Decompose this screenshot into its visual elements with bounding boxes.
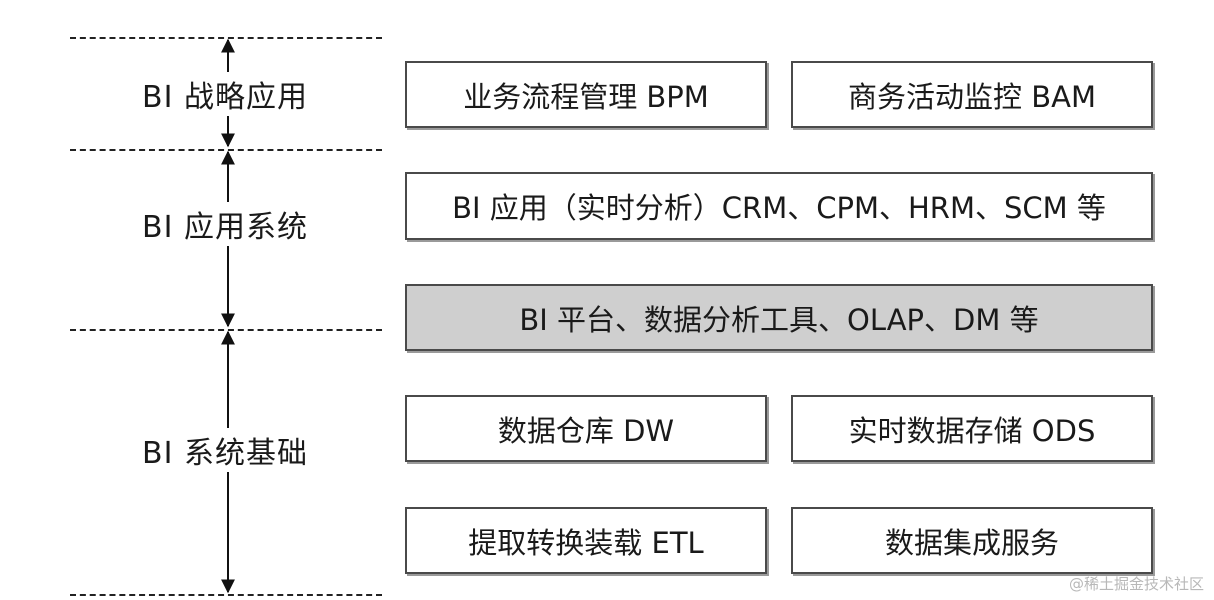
box-ods: 实时数据存储 ODS	[791, 395, 1153, 462]
box-bi-applications: BI 应用（实时分析）CRM、CPM、HRM、SCM 等	[405, 172, 1153, 240]
watermark: @稀土掘金技术社区	[1068, 575, 1204, 593]
layer-boundary-top	[70, 37, 382, 39]
layer-label-strategy: BI 战略应用	[112, 72, 338, 116]
box-etl: 提取转换装载 ETL	[405, 507, 767, 574]
layer-label-applications: BI 应用系统	[112, 202, 338, 246]
box-data-warehouse: 数据仓库 DW	[405, 395, 767, 462]
box-bpm: 业务流程管理 BPM	[405, 61, 767, 128]
layer-boundary-strategy-apps	[70, 149, 382, 151]
box-data-integration: 数据集成服务	[791, 507, 1153, 574]
layer-label-foundation: BI 系统基础	[112, 428, 338, 472]
box-bam: 商务活动监控 BAM	[791, 61, 1153, 128]
layer-boundary-apps-foundation	[70, 329, 382, 331]
box-bi-platform: BI 平台、数据分析工具、OLAP、DM 等	[405, 284, 1153, 351]
layer-boundary-bottom	[70, 594, 382, 596]
